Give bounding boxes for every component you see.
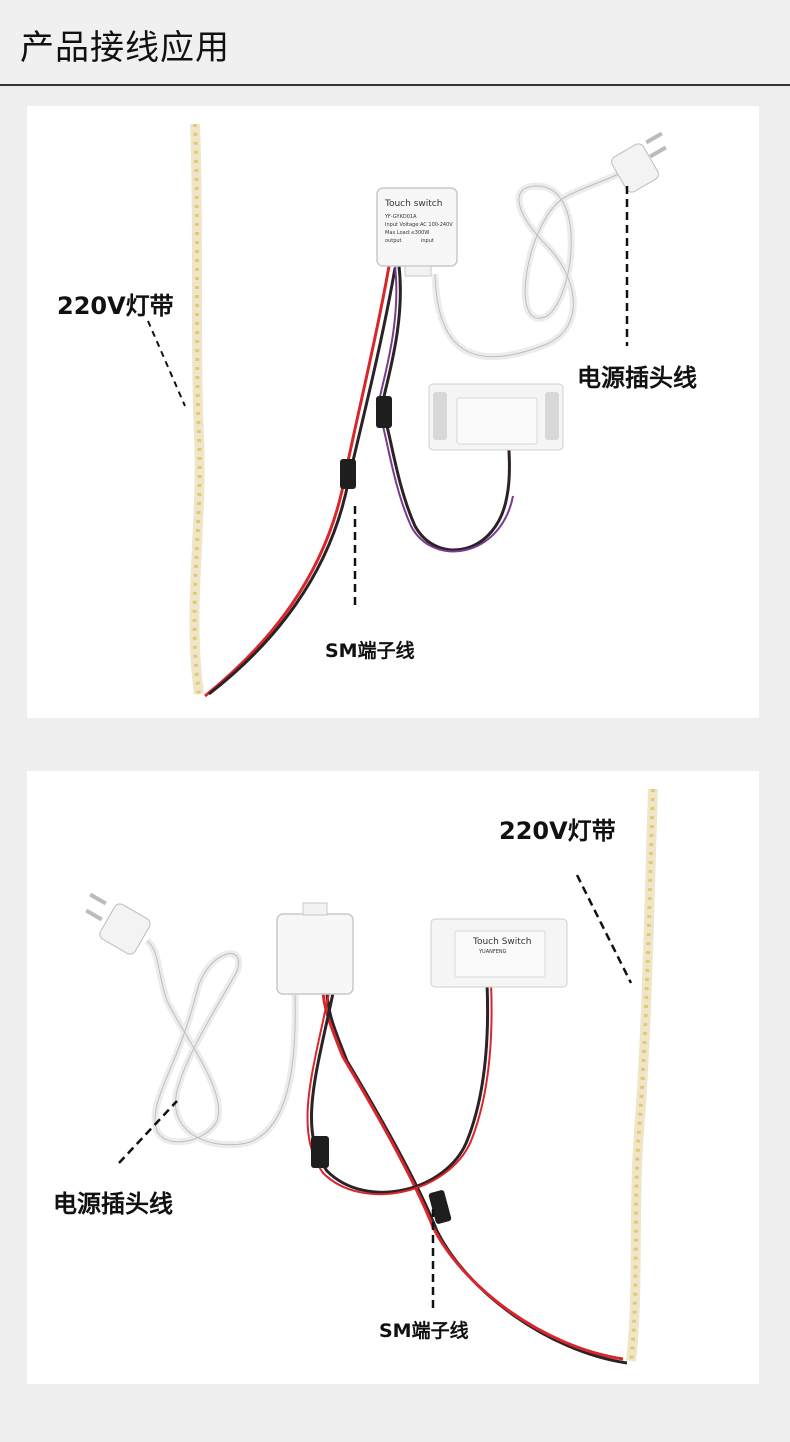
plug-pointer xyxy=(118,1100,178,1164)
sensor-wire-purple xyxy=(377,265,514,553)
sensor-wire-black xyxy=(310,982,490,1194)
led-chips xyxy=(192,123,202,695)
black-wire xyxy=(325,990,628,1365)
red-wire xyxy=(204,265,391,698)
device-title-2: Touch Switch xyxy=(472,937,531,947)
sm-connector-2 xyxy=(311,1136,329,1168)
label-sm-cable: SM端子线 xyxy=(379,1320,469,1342)
strip-pointer xyxy=(147,320,186,407)
section-title: 产品接线应用 xyxy=(20,28,230,68)
strip-pointer xyxy=(575,874,633,984)
label-power-plug-cable: 电源插头线 xyxy=(577,364,697,392)
red-wire xyxy=(321,988,624,1361)
sensor-wire-red xyxy=(306,982,493,1196)
section-header: 产品接线应用 xyxy=(0,0,790,86)
device-title-1: Touch switch xyxy=(384,199,442,209)
device-input-1: input xyxy=(421,238,434,244)
device-model-1: YF-GYKD01A xyxy=(384,214,417,220)
controller-box xyxy=(276,913,354,995)
device-output-1: output xyxy=(385,238,402,244)
sm-connector xyxy=(340,459,356,489)
label-sm-cable: SM端子线 xyxy=(325,640,415,662)
led-chips xyxy=(629,788,655,1362)
power-plug xyxy=(99,903,151,955)
power-cable xyxy=(144,938,299,1149)
power-plug xyxy=(611,143,659,193)
wiring-diagram-2: Touch Switch YUANFENG 220V灯带 电源插头线 SM端子线 xyxy=(27,771,759,1384)
device-voltage-1: Input Voltage:AC 100-240V xyxy=(385,222,453,228)
device-brand-2: YUANFENG xyxy=(478,949,507,955)
wiring-photo-1: Touch switch YF-GYKD01A Input Voltage:AC… xyxy=(147,123,667,698)
sm-connector xyxy=(428,1190,452,1224)
power-cable xyxy=(431,168,625,361)
led-strip xyxy=(189,123,205,695)
label-power-plug-cable: 电源插头线 xyxy=(53,1190,173,1218)
sensor-wire-black xyxy=(380,265,511,552)
sm-connector-2 xyxy=(376,396,392,428)
label-led-strip: 220V灯带 xyxy=(57,292,174,320)
label-led-strip: 220V灯带 xyxy=(499,817,616,845)
device-load-1: Max Load:≤300W xyxy=(385,230,429,236)
wiring-photo-2: Touch Switch YUANFENG xyxy=(85,788,658,1365)
wiring-diagram-1: Touch switch YF-GYKD01A Input Voltage:AC… xyxy=(27,106,759,718)
black-wire xyxy=(208,267,397,696)
